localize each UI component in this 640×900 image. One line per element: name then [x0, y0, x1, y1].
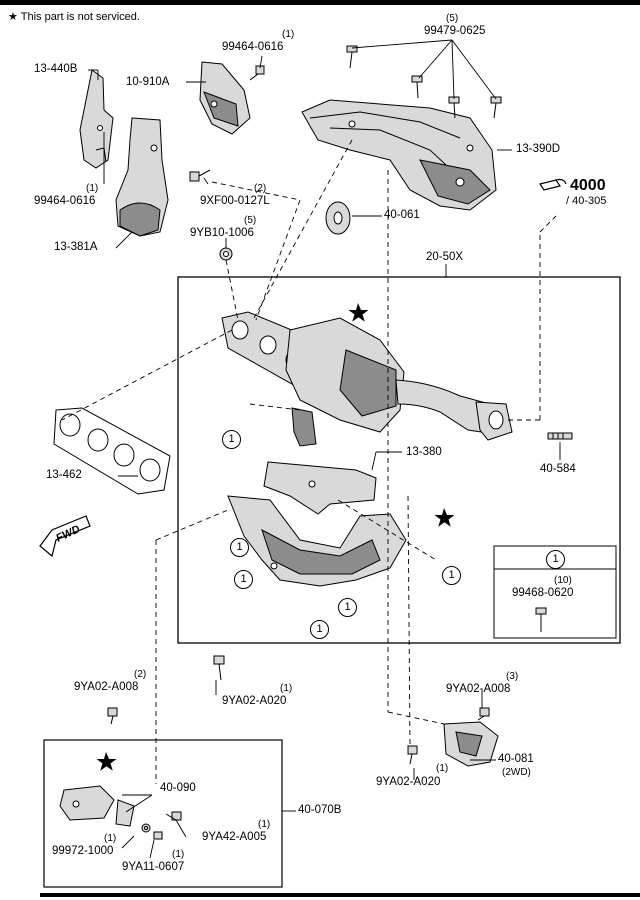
callout-1-a: 1 [222, 430, 241, 449]
part-40-070b[interactable]: 40-070B [298, 804, 342, 816]
heat-shield-13-440b [79, 69, 114, 169]
callout-1-e: 1 [310, 620, 329, 639]
heat-insulator-13-380 [263, 461, 377, 515]
part-13-462[interactable]: 13-462 [46, 469, 82, 481]
part-9xf00-0127l[interactable]: 9XF00-0127L [200, 195, 270, 207]
part-13-381a[interactable]: 13-381A [54, 241, 98, 253]
part-9ya02-a020-low[interactable]: 9YA02-A020 [376, 776, 441, 788]
qty-9xf00-0127l: (2) [254, 183, 267, 194]
mount-rubber-40-061 [325, 201, 351, 235]
assembly-box-20-50x [177, 276, 621, 644]
qty-9ya02-a020-low: (1) [436, 763, 449, 774]
qty-9ya02-a008-right: (3) [506, 671, 519, 682]
part-9yb10-1006[interactable]: 9YB10-1006 [190, 227, 254, 239]
part-99468-0620[interactable]: 99468-0620 [512, 587, 574, 599]
part-40-081[interactable]: 40-081 [498, 753, 534, 765]
part-13-380[interactable]: 13-380 [406, 446, 442, 458]
part-9ya42-a005[interactable]: 9YA42-A005 [202, 831, 267, 843]
part-40-090[interactable]: 40-090 [160, 782, 196, 794]
part-99479-0625[interactable]: 99479-0625 [424, 25, 486, 37]
star-markers [96, 303, 455, 771]
part-20-50x[interactable]: 20-50X [426, 251, 464, 263]
callout-1-b: 1 [230, 538, 249, 557]
qty-99479-0625: (5) [446, 13, 459, 24]
qty-99464-0616-top: (1) [282, 29, 295, 40]
part-10-910a[interactable]: 10-910A [126, 76, 170, 88]
star-icon: ★ [8, 11, 18, 23]
heat-shield-10-910a [199, 61, 251, 135]
qty-9ya02-a008-left: (2) [134, 669, 147, 680]
part-13-440b[interactable]: 13-440B [34, 63, 78, 75]
callout-1-c: 1 [234, 570, 253, 589]
part-40-584[interactable]: 40-584 [540, 463, 576, 475]
part-13-390d[interactable]: 13-390D [516, 143, 561, 155]
not-serviced-note: ★ This part is not serviced. [8, 10, 140, 23]
bolt-group-99479-0625 [346, 45, 502, 119]
legend-callout-1: 1 [546, 550, 565, 569]
heat-insulator-13-390d [301, 99, 497, 211]
legend-box [493, 545, 617, 639]
exhaust-manifold [221, 311, 513, 447]
callout-1-f: 1 [442, 566, 461, 585]
qty-99464-0616-left: (1) [86, 183, 99, 194]
part-99464-0616-left[interactable]: 99464-0616 [34, 195, 96, 207]
part-99464-0616-top[interactable]: 99464-0616 [222, 41, 284, 53]
ref-40-305[interactable]: / 40-305 [566, 195, 607, 207]
qty-99972-1000: (1) [104, 833, 117, 844]
part-40-061[interactable]: 40-061 [384, 209, 420, 221]
part-99972-1000[interactable]: 99972-1000 [52, 845, 114, 857]
part-9ya02-a008-left[interactable]: 9YA02-A008 [74, 681, 139, 693]
part-9ya02-a020-mid[interactable]: 9YA02-A020 [222, 695, 287, 707]
heat-insulator-lower [227, 495, 407, 587]
qty-9ya11-0607: (1) [172, 849, 185, 860]
fwd-label: FWD [54, 523, 82, 544]
dashed-reference-lines [61, 139, 557, 784]
part-9ya02-a008-right[interactable]: 9YA02-A008 [446, 683, 511, 695]
reference-book-icon [539, 178, 567, 191]
leader-lines [88, 39, 561, 859]
qty-9yb10-1006: (5) [244, 215, 257, 226]
top-rule [0, 0, 640, 5]
ref-4000[interactable]: 4000 [570, 177, 606, 194]
bracket-40-090 [59, 785, 135, 827]
qty-9ya42-a005: (1) [258, 819, 271, 830]
fasteners [107, 65, 547, 840]
callout-1-d: 1 [338, 598, 357, 617]
note-text: This part is not serviced. [20, 11, 140, 23]
qty-99468-0620: (10) [554, 575, 572, 586]
assembly-box-40-070b [43, 739, 283, 888]
bracket-40-081 [443, 721, 499, 767]
part-9ya11-0607[interactable]: 9YA11-0607 [122, 861, 185, 873]
stud-40-584 [547, 432, 573, 440]
qty-9ya02-a020-mid: (1) [280, 683, 293, 694]
fwd-arrow-icon [39, 515, 91, 558]
note-2wd: (2WD) [502, 767, 531, 778]
bottom-rule [40, 893, 640, 897]
heat-shield-13-381a [115, 117, 169, 237]
gasket-13-462 [53, 407, 171, 495]
